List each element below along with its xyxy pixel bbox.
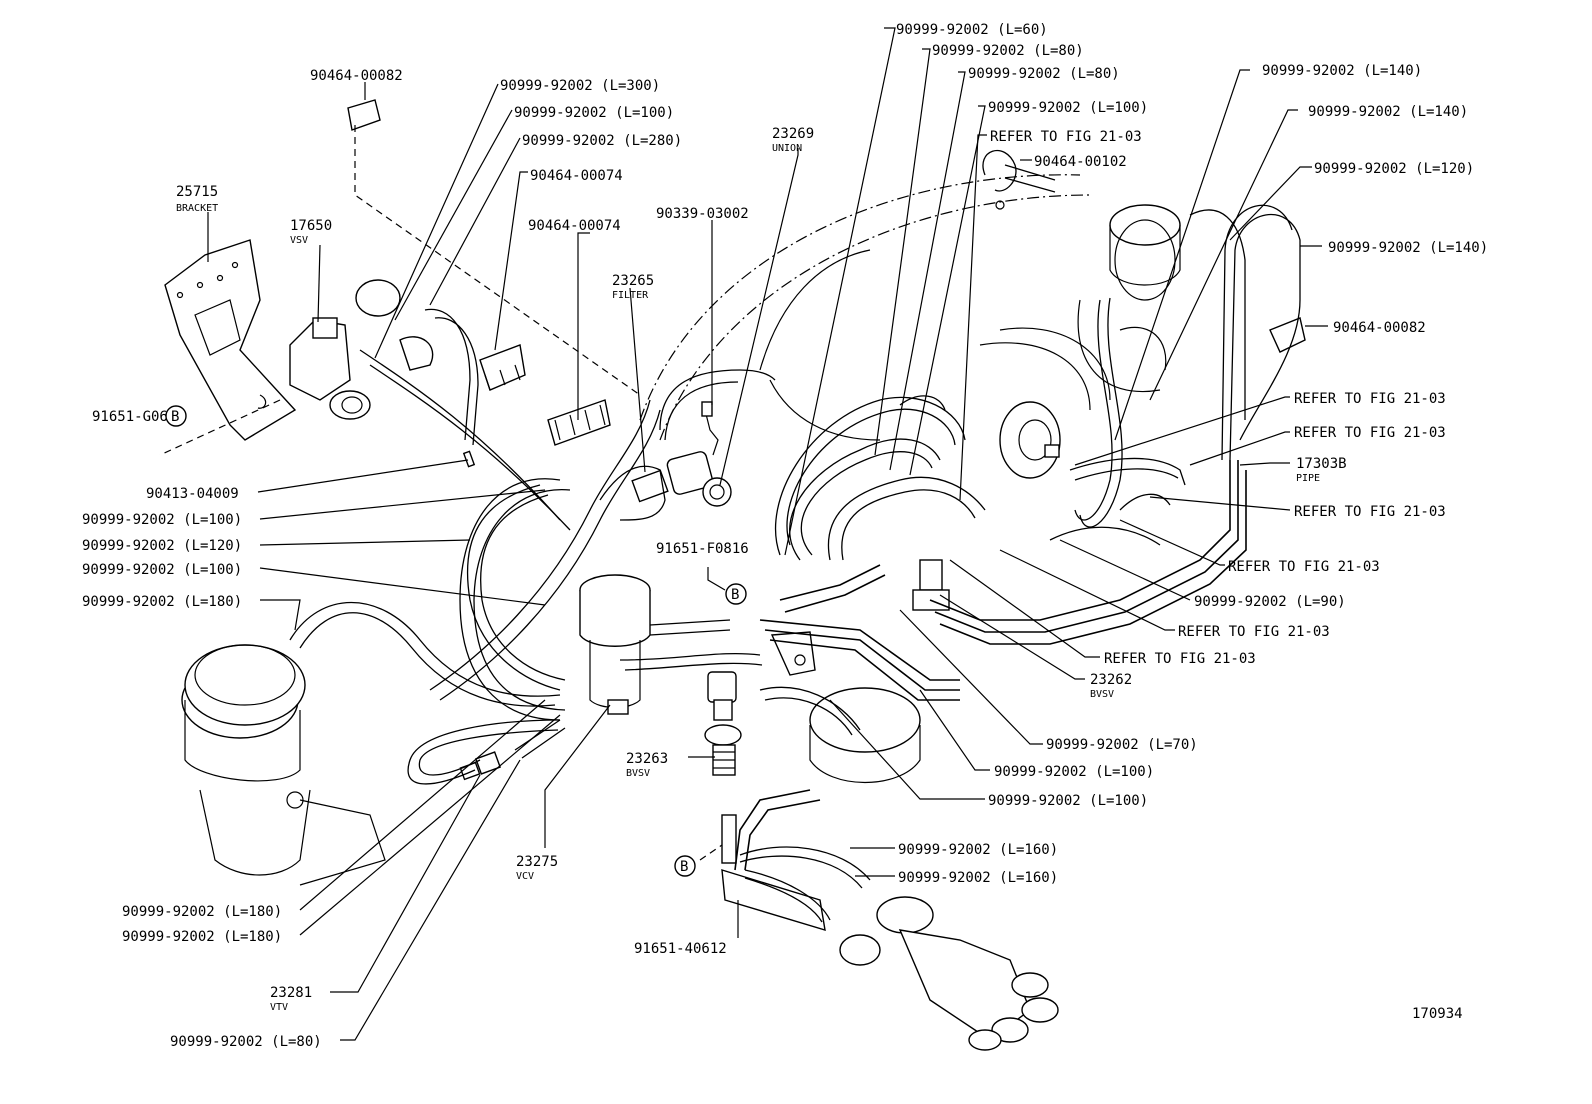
- label-hose-l180-b2: 90999-92002 (L=180): [122, 929, 282, 945]
- label-90464-00082-r: 90464-00082: [1333, 320, 1426, 336]
- label-hose-l180-b1: 90999-92002 (L=180): [122, 904, 282, 920]
- label-17650: 17650: [290, 218, 332, 234]
- label-hose-l100-a: 90999-92002 (L=100): [514, 105, 674, 121]
- label-90464-00082-top: 90464-00082: [310, 68, 403, 84]
- clip-icon: [1269, 317, 1306, 353]
- hose-runs: [289, 204, 1301, 923]
- label-hose-l280: 90999-92002 (L=280): [522, 133, 682, 149]
- marker-b-left: B: [165, 405, 187, 427]
- air-cleaner-icon: [181, 644, 386, 886]
- label-90464-00074-b: 90464-00074: [528, 218, 621, 234]
- vcv-icon: [579, 574, 651, 715]
- label-23281-sub: VTV: [270, 1002, 288, 1013]
- label-hose-l100-l2: 90999-92002 (L=100): [82, 562, 242, 578]
- label-23269-sub: UNION: [772, 143, 802, 154]
- label-17303b-sub: PIPE: [1296, 473, 1320, 484]
- filter-union-icon: [631, 401, 732, 507]
- label-25715-sub: BRACKET: [176, 203, 218, 214]
- canister-icon: [809, 687, 921, 784]
- label-23263: 23263: [626, 751, 668, 767]
- label-hose-l180-l: 90999-92002 (L=180): [82, 594, 242, 610]
- engine-drawing: [164, 99, 1306, 1051]
- label-23269: 23269: [772, 126, 814, 142]
- label-90413: 90413-04009: [146, 486, 239, 502]
- label-23281: 23281: [270, 985, 312, 1001]
- label-hose-l100-l1: 90999-92002 (L=100): [82, 512, 242, 528]
- leader-lines: [207, 27, 1328, 1041]
- diagram-id: 170934: [1412, 1006, 1463, 1022]
- label-90464-00102: 90464-00102: [1034, 154, 1127, 170]
- label-23275-sub: VCV: [516, 871, 534, 882]
- throttle-body-icon: [999, 204, 1181, 479]
- distributor-icon: [839, 896, 1059, 1051]
- label-91651-40612: 91651-40612: [634, 941, 727, 957]
- junction-block-icon: [770, 631, 816, 676]
- label-hose-l100-c: 90999-92002 (L=100): [994, 764, 1154, 780]
- label-23263-sub: BVSV: [626, 768, 650, 779]
- label-hose-l100-d: 90999-92002 (L=100): [988, 793, 1148, 809]
- label-refer-r4: REFER TO FIG 21-03: [1228, 559, 1380, 575]
- label-91651-f0816: 91651-F0816: [656, 541, 749, 557]
- label-23262: 23262: [1090, 672, 1132, 688]
- label-hose-l100-b: 90999-92002 (L=100): [988, 100, 1148, 116]
- label-90464-00074-a: 90464-00074: [530, 168, 623, 184]
- label-23265-sub: FILTER: [612, 290, 649, 301]
- label-hose-l80-bottom: 90999-92002 (L=80): [170, 1034, 322, 1050]
- label-refer-r2: REFER TO FIG 21-03: [1294, 425, 1446, 441]
- marker-b-center-text: B: [731, 587, 739, 603]
- bolt-icon: [462, 450, 476, 468]
- label-hose-l70: 90999-92002 (L=70): [1046, 737, 1198, 753]
- label-hose-l300: 90999-92002 (L=300): [500, 78, 660, 94]
- label-23265: 23265: [612, 273, 654, 289]
- label-17650-sub: VSV: [290, 235, 308, 246]
- label-refer-r6: REFER TO FIG 21-03: [1104, 651, 1256, 667]
- vsv-icon: [289, 317, 371, 420]
- label-90339: 90339-03002: [656, 206, 749, 222]
- label-23262-sub: BVSV: [1090, 689, 1114, 700]
- marker-b-left-text: B: [171, 409, 179, 425]
- label-91651-g0614: 91651-G0614: [92, 409, 185, 425]
- label-hose-l160-b: 90999-92002 (L=160): [898, 870, 1058, 886]
- label-hose-l80-a: 90999-92002 (L=80): [932, 43, 1084, 59]
- marker-b-center: B: [725, 583, 747, 605]
- label-hose-l120-r: 90999-92002 (L=120): [1314, 161, 1474, 177]
- part-labels: 90464-00082 90999-92002 (L=300) 90999-92…: [82, 22, 1488, 1050]
- fittings-upper-left: [347, 99, 611, 446]
- marker-b-bottom: B: [674, 855, 696, 877]
- label-hose-l90: 90999-92002 (L=90): [1194, 594, 1346, 610]
- bottom-bracket-icon: [721, 814, 826, 931]
- label-hose-l140-b: 90999-92002 (L=140): [1308, 104, 1468, 120]
- label-hose-l80-b: 90999-92002 (L=80): [968, 66, 1120, 82]
- label-refer-r5: REFER TO FIG 21-03: [1178, 624, 1330, 640]
- label-17303b: 17303B: [1296, 456, 1347, 472]
- label-23275: 23275: [516, 854, 558, 870]
- label-hose-l140-a: 90999-92002 (L=140): [1262, 63, 1422, 79]
- label-hose-l140-c: 90999-92002 (L=140): [1328, 240, 1488, 256]
- label-25715: 25715: [176, 184, 218, 200]
- label-hose-l160-a: 90999-92002 (L=160): [898, 842, 1058, 858]
- bvsv-23262-icon: [912, 559, 950, 611]
- label-refer-top: REFER TO FIG 21-03: [990, 129, 1142, 145]
- label-refer-r1: REFER TO FIG 21-03: [1294, 391, 1446, 407]
- clip-ring-icon: [982, 149, 1056, 210]
- label-hose-l60: 90999-92002 (L=60): [896, 22, 1048, 38]
- label-refer-r3: REFER TO FIG 21-03: [1294, 504, 1446, 520]
- bvsv-23263-icon: [704, 671, 742, 776]
- dashed-guides: [159, 125, 723, 861]
- bracket-icon: [164, 239, 297, 441]
- marker-b-bottom-text: B: [680, 859, 688, 875]
- label-hose-l120-l: 90999-92002 (L=120): [82, 538, 242, 554]
